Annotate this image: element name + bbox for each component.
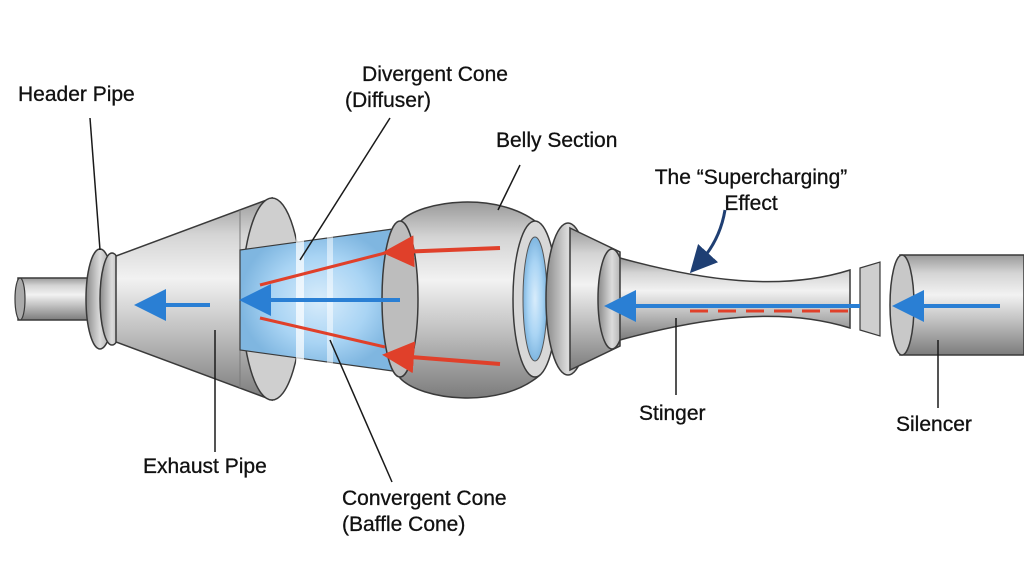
label-convergent-cone: Convergent Cone (Baffle Cone) <box>342 486 507 538</box>
label-divergent-cone: Divergent Cone (Diffuser) <box>345 62 525 114</box>
leader-lines <box>89 117 939 483</box>
belly-section <box>381 201 558 399</box>
label-silencer: Silencer <box>896 413 972 436</box>
label-supercharging: The “Supercharging” Effect <box>636 165 866 217</box>
label-convergent-cone-line1: Convergent Cone <box>342 487 507 510</box>
leader-convergent-cone <box>329 339 393 483</box>
red-flow-arrow <box>259 251 386 287</box>
leader-belly-section <box>497 164 521 211</box>
label-convergent-cone-line2: (Baffle Cone) <box>342 513 466 536</box>
flow-arrows <box>134 235 1000 374</box>
label-stinger: Stinger <box>639 402 706 425</box>
label-supercharging-line2: Effect <box>724 192 778 215</box>
label-header-pipe: Header Pipe <box>18 83 135 106</box>
convergent-cone <box>545 222 627 376</box>
label-divergent-cone-line1: Divergent Cone <box>362 63 508 86</box>
red-flow-arrow <box>382 341 501 374</box>
leader-divergent-cone <box>299 117 391 261</box>
label-belly-section: Belly Section <box>496 129 618 152</box>
stinger <box>619 257 881 341</box>
label-exhaust-pipe: Exhaust Pipe <box>143 455 267 478</box>
red-flow-arrow <box>259 316 386 349</box>
red-flow-arrow <box>382 235 501 268</box>
leader-header-pipe <box>89 117 101 251</box>
leader-supercharging <box>689 209 727 274</box>
label-supercharging-line1: The “Supercharging” <box>654 166 848 189</box>
label-divergent-cone-line2: (Diffuser) <box>345 89 431 112</box>
